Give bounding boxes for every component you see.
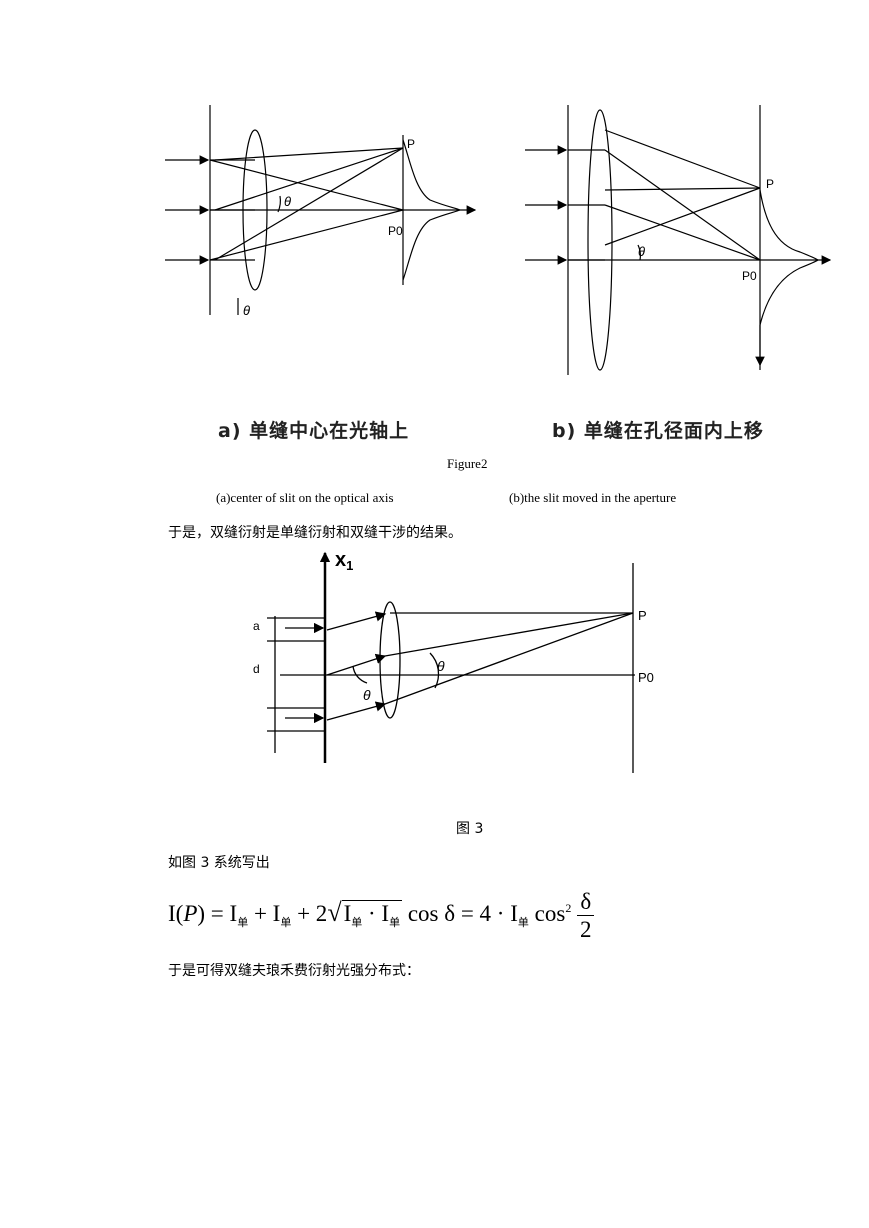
figure2-sub-b: b) 单缝在孔径面内上移 — [552, 420, 764, 442]
panel-b-p-label: P — [766, 177, 774, 191]
figure3-a-label: a — [253, 619, 260, 633]
figure2-caption-a: (a)center of slit on the optical axis — [216, 490, 394, 505]
figure3-theta-1: θ — [437, 658, 445, 674]
paragraph-3: 于是可得双缝夫琅禾费衍射光强分布式： — [168, 963, 420, 979]
figure3-p0-label: P0 — [638, 670, 654, 685]
figure2-diagram: P P0 θ θ P P0 θ — [165, 105, 832, 375]
panel-b-p0-label: P0 — [742, 269, 757, 283]
panel-a-theta-top: θ — [284, 194, 291, 209]
intensity-equation: I(P) = I单 + I单 + 2√I单 · I单 cos δ = 4 · I… — [168, 890, 595, 941]
panel-b-theta: θ — [638, 244, 645, 259]
figure3-axis-label: x1 — [335, 549, 353, 573]
figure2-caption-b: (b)the slit moved in the aperture — [509, 490, 677, 505]
figure3-title: 图 3 — [456, 821, 484, 837]
figure2-sub-a: a) 单缝中心在光轴上 — [218, 420, 410, 442]
panel-a-theta-bottom: θ — [243, 303, 250, 318]
paragraph-2: 如图 3 系统写出 — [168, 855, 270, 871]
figure2-title: Figure2 — [447, 456, 488, 471]
panel-a-p-label: P — [407, 137, 415, 151]
paragraph-1: 于是，双缝衍射是单缝衍射和双缝干涉的结果。 — [168, 525, 462, 541]
figure3-theta-2: θ — [363, 687, 371, 703]
panel-a-diagram — [165, 105, 477, 315]
figure3-p-label: P — [638, 608, 647, 623]
panel-b-diagram — [525, 105, 832, 375]
figure3-diagram: x1 a d P P0 θ θ — [253, 549, 654, 773]
panel-a-p0-label: P0 — [388, 224, 403, 238]
figure3-d-label: d — [253, 662, 260, 676]
